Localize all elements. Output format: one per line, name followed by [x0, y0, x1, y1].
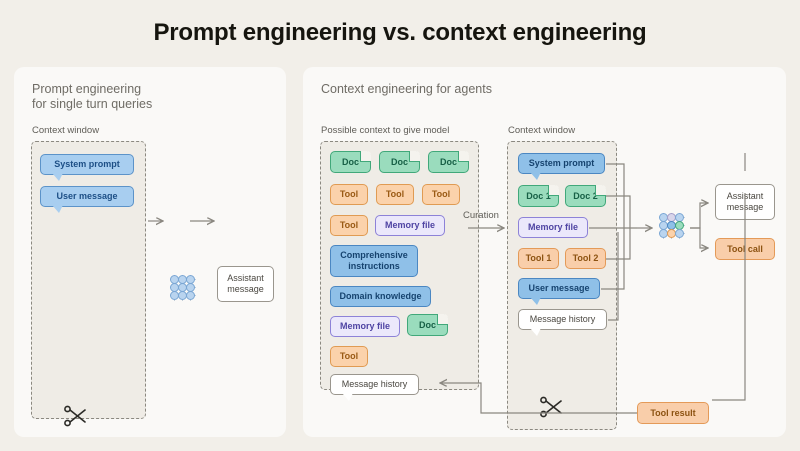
- node-tool-result[interactable]: Tool result: [637, 402, 709, 424]
- node-tool[interactable]: Tool: [330, 215, 368, 236]
- node-memory-file[interactable]: Memory file: [375, 215, 445, 236]
- node-domain-knowledge[interactable]: Domain knowledge: [330, 286, 431, 307]
- node-tool[interactable]: Tool: [330, 184, 368, 205]
- left-context-window-label: Context window: [32, 125, 100, 136]
- bubble-tail-icon: [52, 172, 63, 181]
- doc-fold-icon: [595, 185, 606, 196]
- node-comprehensive-instructions[interactable]: Comprehensive instructions: [330, 245, 418, 277]
- doc-fold-icon: [548, 185, 559, 196]
- node-doc[interactable]: Doc: [379, 151, 420, 173]
- node-label: System prompt: [54, 159, 120, 169]
- left-context-window-box: [31, 141, 146, 419]
- node-tool[interactable]: Tool: [376, 184, 414, 205]
- node-label: User message: [528, 283, 590, 293]
- node-memory-file[interactable]: Memory file: [518, 217, 588, 238]
- node-doc[interactable]: Doc: [330, 151, 371, 173]
- node-label: Tool: [339, 351, 359, 361]
- node-label: Tool: [339, 220, 359, 230]
- node-label: Memory file: [339, 321, 390, 331]
- node-label: System prompt: [528, 158, 595, 168]
- possible-context-label: Possible context to give model: [321, 125, 450, 136]
- node-label: Memory file: [384, 220, 435, 230]
- node-assistant-message[interactable]: Assistant message: [715, 184, 775, 220]
- panel-right-title: Context engineering for agents: [321, 82, 492, 96]
- node-label: Doc 2: [573, 190, 598, 201]
- node-label: Doc: [390, 156, 408, 167]
- node-memory-file[interactable]: Memory file: [330, 316, 400, 337]
- node-label: Doc: [418, 319, 436, 330]
- bubble-tail-icon: [342, 392, 353, 401]
- panel-context-engineering: Context engineering for agents Possible …: [303, 67, 786, 437]
- bubble-tail-icon: [530, 171, 541, 180]
- node-label: Tool 2: [572, 253, 599, 263]
- node-tool-1[interactable]: Tool 1: [518, 248, 559, 269]
- node-label: User message: [56, 191, 118, 201]
- node-doc[interactable]: Doc: [407, 314, 448, 336]
- node-doc-2[interactable]: Doc 2: [565, 185, 606, 207]
- node-system-prompt[interactable]: System prompt: [40, 154, 134, 181]
- right-context-window-label: Context window: [508, 125, 576, 136]
- node-tool[interactable]: Tool: [422, 184, 460, 205]
- doc-fold-icon: [458, 151, 469, 162]
- doc-fold-icon: [437, 314, 448, 325]
- node-label: Message history: [529, 314, 596, 324]
- bubble-tail-icon: [530, 296, 541, 305]
- node-system-prompt[interactable]: System prompt: [518, 153, 605, 180]
- bubble-tail-icon: [52, 204, 63, 213]
- node-user-message[interactable]: User message: [40, 186, 134, 213]
- node-label: Assistant message: [227, 273, 264, 294]
- node-label: Assistant message: [726, 191, 764, 212]
- node-label: Domain knowledge: [339, 291, 422, 301]
- model-dot-grid-icon: [655, 209, 689, 243]
- node-label: Comprehensive instructions: [340, 250, 408, 271]
- node-assistant-message[interactable]: Assistant message: [217, 266, 274, 302]
- curation-label: Curation: [463, 210, 499, 221]
- node-label: Message history: [341, 379, 408, 389]
- scissors-icon: [539, 396, 565, 418]
- node-tool[interactable]: Tool: [330, 346, 368, 367]
- node-label: Memory file: [527, 222, 578, 232]
- node-label: Tool: [385, 189, 405, 199]
- node-tool-2[interactable]: Tool 2: [565, 248, 606, 269]
- node-tool-call[interactable]: Tool call: [715, 238, 775, 260]
- page-title: Prompt engineering vs. context engineeri…: [153, 19, 647, 46]
- node-label: Tool: [431, 189, 451, 199]
- scissors-icon: [63, 405, 89, 427]
- node-doc[interactable]: Doc: [428, 151, 469, 173]
- node-label: Tool call: [727, 243, 763, 254]
- node-label: Doc 1: [526, 190, 551, 201]
- doc-fold-icon: [409, 151, 420, 162]
- node-label: Tool 1: [525, 253, 552, 263]
- bubble-tail-icon: [530, 327, 541, 336]
- doc-fold-icon: [360, 151, 371, 162]
- node-label: Tool: [339, 189, 359, 199]
- node-message-history[interactable]: Message history: [518, 309, 607, 336]
- panel-left-title: Prompt engineering for single turn queri…: [32, 82, 153, 111]
- panel-prompt-engineering: Prompt engineering for single turn queri…: [14, 67, 286, 437]
- node-message-history[interactable]: Message history: [330, 374, 419, 401]
- node-label: Doc: [439, 156, 457, 167]
- node-label: Doc: [341, 156, 359, 167]
- model-dot-grid-icon: [166, 271, 200, 305]
- node-label: Tool result: [650, 407, 696, 418]
- node-user-message[interactable]: User message: [518, 278, 600, 305]
- node-doc-1[interactable]: Doc 1: [518, 185, 559, 207]
